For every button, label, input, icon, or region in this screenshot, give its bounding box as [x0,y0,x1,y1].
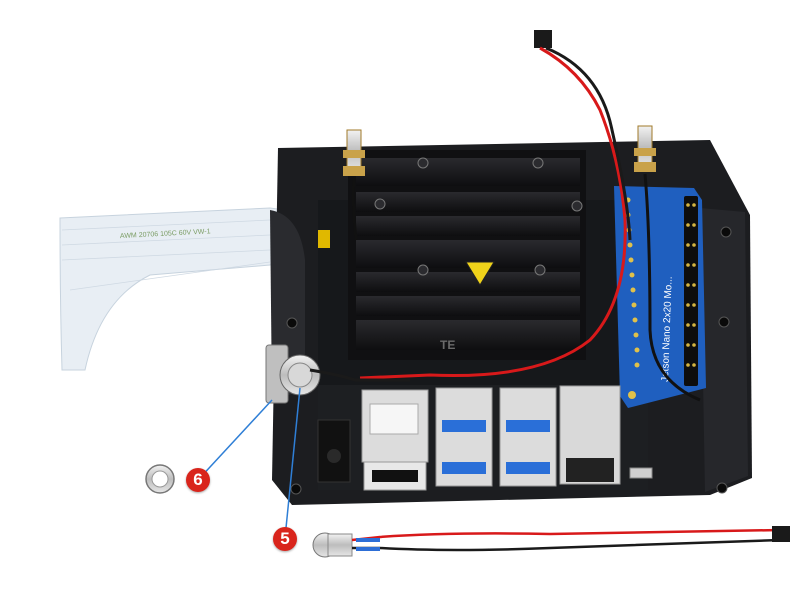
antenna-connector-left [343,129,365,241]
power-button-with-cable [312,526,790,558]
dc-power-jack [317,419,351,483]
expansion-hat-board: Jetson Nano 2x20 Mo... [614,186,706,408]
antenna-connector-right [634,125,701,402]
ethernet-port [559,385,621,485]
power-button-on-case [265,344,410,404]
usb3-ports-left [435,387,493,487]
heatsink-brand-label: TE [440,338,455,352]
heatsink: TE [348,150,586,360]
ribbon-print-text: AWM 20706 105C 60V VW-1 [120,228,211,240]
callout-number-5: 5 [273,527,297,551]
callout-number-6: 6 [186,468,210,492]
warning-triangle-icon [465,261,495,286]
displayport-and-hdmi [361,389,429,491]
hex-nut [145,464,175,494]
callout-leader-lines [197,387,301,539]
usb3-ports-right [499,387,557,487]
micro-usb-port [629,467,653,479]
hat-board-label: Jetson Nano 2x20 Mo... [660,276,675,382]
fan-wire-top [359,30,632,380]
